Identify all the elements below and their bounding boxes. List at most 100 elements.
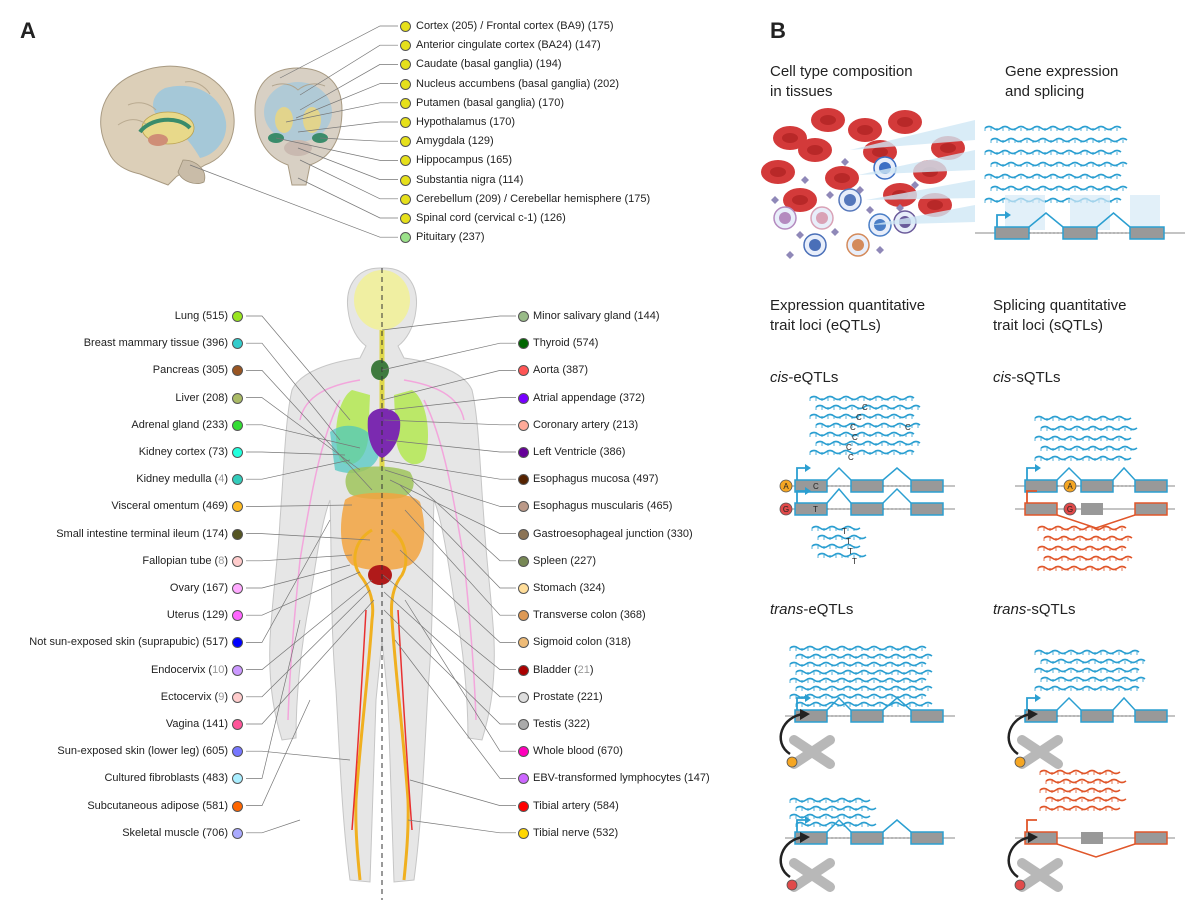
tissue-name: Cerebellum ( bbox=[416, 192, 479, 205]
paren-close: ) bbox=[224, 799, 228, 812]
trans-eqtl-gene-a-splice-junction bbox=[826, 696, 852, 711]
paren-close: ) bbox=[641, 391, 645, 404]
trans-eqtl-low-read bbox=[795, 805, 877, 811]
right-atrial-appendage-label: Atrial appendage (372) bbox=[533, 391, 645, 405]
right-leader-line bbox=[411, 479, 516, 562]
sample-count: 141 bbox=[205, 718, 225, 730]
right-leader-line bbox=[399, 549, 516, 643]
right-transverse-colon-dot bbox=[518, 610, 529, 622]
cis-sqtl-skipped-exon bbox=[1081, 503, 1103, 515]
tissue-secondary-name: / Cerebellar hemisphere (175) bbox=[501, 192, 651, 205]
paren-close: ) bbox=[224, 364, 228, 377]
eqtl-heading-line1: Expression quantitative bbox=[770, 297, 926, 314]
trans-sqtl-tss-arrow bbox=[1026, 819, 1037, 832]
platelet bbox=[771, 196, 779, 204]
trans-eqtl-gene-a-splice-junction bbox=[882, 697, 912, 711]
left-skeletal-muscle-dot bbox=[232, 827, 243, 839]
trans-eqtl-prefix: trans bbox=[770, 601, 804, 618]
paren-close: ) bbox=[224, 554, 228, 567]
trans-sqtl-a-regulation-arrow bbox=[1007, 712, 1033, 756]
trans-eqtl-read bbox=[789, 661, 927, 667]
cis-sqtl-alt-read bbox=[1037, 545, 1127, 551]
sample-count: 165 bbox=[489, 154, 509, 167]
cis-eqtl-subheading: cis-eQTLs bbox=[770, 369, 838, 386]
paren-close: ) bbox=[601, 582, 606, 594]
expression-read bbox=[990, 137, 1128, 143]
platelet bbox=[911, 181, 919, 189]
paren-close: ) bbox=[557, 58, 562, 71]
left-leader-line bbox=[246, 397, 361, 471]
left-small-intestine-terminal-ileum-dot bbox=[232, 528, 243, 540]
trans-sqtl-subheading: trans-sQTLs bbox=[993, 601, 1076, 618]
right-stomach-dot bbox=[518, 583, 529, 594]
tissue-name: Sun-exposed skin (lower leg) ( bbox=[57, 745, 206, 758]
paren-close: ) bbox=[497, 192, 501, 205]
trans-sqtl-gene-a-exon bbox=[1080, 709, 1114, 723]
brain-spinal-cord-cervical-c-1-label: Spinal cord (cervical c-1) (126) bbox=[416, 211, 566, 225]
right-prostate-label: Prostate (221) bbox=[533, 690, 603, 704]
trans-eqtl-a-regulation-arrowhead bbox=[800, 709, 810, 720]
right-esophagus-mucosa-dot bbox=[518, 474, 529, 486]
right-left-ventricle-label: Left Ventricle (386) bbox=[533, 445, 625, 459]
left-vagina-label: Vagina (141) bbox=[166, 717, 228, 731]
trans-eqtl-gene-g-exon bbox=[910, 831, 944, 845]
trans-sqtl-prefix: trans bbox=[993, 601, 1027, 618]
tissue-name: Esophagus muscularis ( bbox=[533, 500, 651, 513]
paren-close: ) bbox=[589, 663, 594, 676]
sample-count: 129 bbox=[205, 609, 225, 622]
cis-sqtl-gene-a-tss-arrow bbox=[1026, 467, 1037, 480]
eqtl-heading-line2: trait loci (eQTLs) bbox=[770, 317, 881, 334]
trans-eqtl-low-read bbox=[789, 813, 871, 819]
sample-count: 318 bbox=[608, 636, 628, 649]
right-spleen-label: Spleen (227) bbox=[533, 554, 596, 568]
tissue-name: Tibial nerve ( bbox=[533, 826, 597, 839]
trans-eqtl-gene-a-exon bbox=[794, 709, 828, 723]
paren-close: ) bbox=[511, 116, 516, 128]
tissue-name: Breast mammary tissue ( bbox=[83, 337, 206, 350]
brain-leader-line bbox=[189, 164, 398, 238]
left-leader-line bbox=[246, 342, 341, 441]
left-endocervix-dot bbox=[232, 664, 243, 676]
platelet bbox=[866, 206, 874, 214]
paren-close: ) bbox=[224, 527, 228, 540]
read-base-letter: C bbox=[813, 482, 819, 491]
sample-count: 497 bbox=[636, 473, 655, 486]
sqtl-allele-g bbox=[1063, 502, 1077, 516]
body-leader-lines bbox=[246, 315, 516, 834]
cis-sqtl-alt-read bbox=[1043, 535, 1133, 541]
cis-eqtl-gene-a-exon bbox=[910, 479, 944, 493]
trans-sqtl-read bbox=[1034, 667, 1140, 673]
platelet bbox=[786, 251, 794, 259]
read-base-letter: T bbox=[813, 505, 818, 514]
cis-eqtl-gene-g-tss-arrow bbox=[796, 490, 807, 503]
left-leader-line bbox=[246, 750, 351, 761]
left-endocervix-label: Endocervix (10) bbox=[151, 663, 228, 677]
sample-count: 368 bbox=[623, 609, 643, 622]
trans-eqtl-a-regulation-arrow bbox=[779, 712, 805, 756]
tissue-name: Aorta ( bbox=[533, 364, 567, 377]
sample-count: 194 bbox=[539, 58, 558, 71]
left-lung-dot bbox=[232, 311, 243, 322]
sample-count: 483 bbox=[205, 772, 225, 785]
body-illustration bbox=[269, 267, 495, 900]
cis-eqtl-gene-a-splice-junction bbox=[826, 466, 852, 481]
sample-count: 126 bbox=[543, 212, 563, 224]
paren-close: ) bbox=[224, 391, 228, 404]
platelet bbox=[896, 204, 904, 212]
trans-sqtl-gene-g-exon bbox=[1134, 831, 1168, 845]
cis-eqtl-gene-g-exon bbox=[794, 502, 828, 516]
sample-count: 670 bbox=[600, 745, 620, 758]
left-leader-line bbox=[246, 699, 311, 806]
white-blood-cell-nucleus bbox=[852, 239, 864, 251]
left-breast-mammary-tissue-label: Breast mammary tissue (396) bbox=[84, 336, 228, 350]
sample-count: 170 bbox=[541, 96, 561, 109]
left-leader-line bbox=[246, 619, 301, 779]
expressed-gene-splice-junction bbox=[1028, 212, 1064, 228]
tissue-name: Ovary ( bbox=[169, 582, 206, 594]
sample-count: 584 bbox=[596, 799, 616, 812]
cis-eqtl-read bbox=[809, 431, 915, 437]
brain-front-illustration bbox=[254, 67, 343, 186]
brain-leader-line bbox=[285, 102, 398, 123]
brain-hippocampus-label: Hippocampus (165) bbox=[416, 153, 512, 167]
